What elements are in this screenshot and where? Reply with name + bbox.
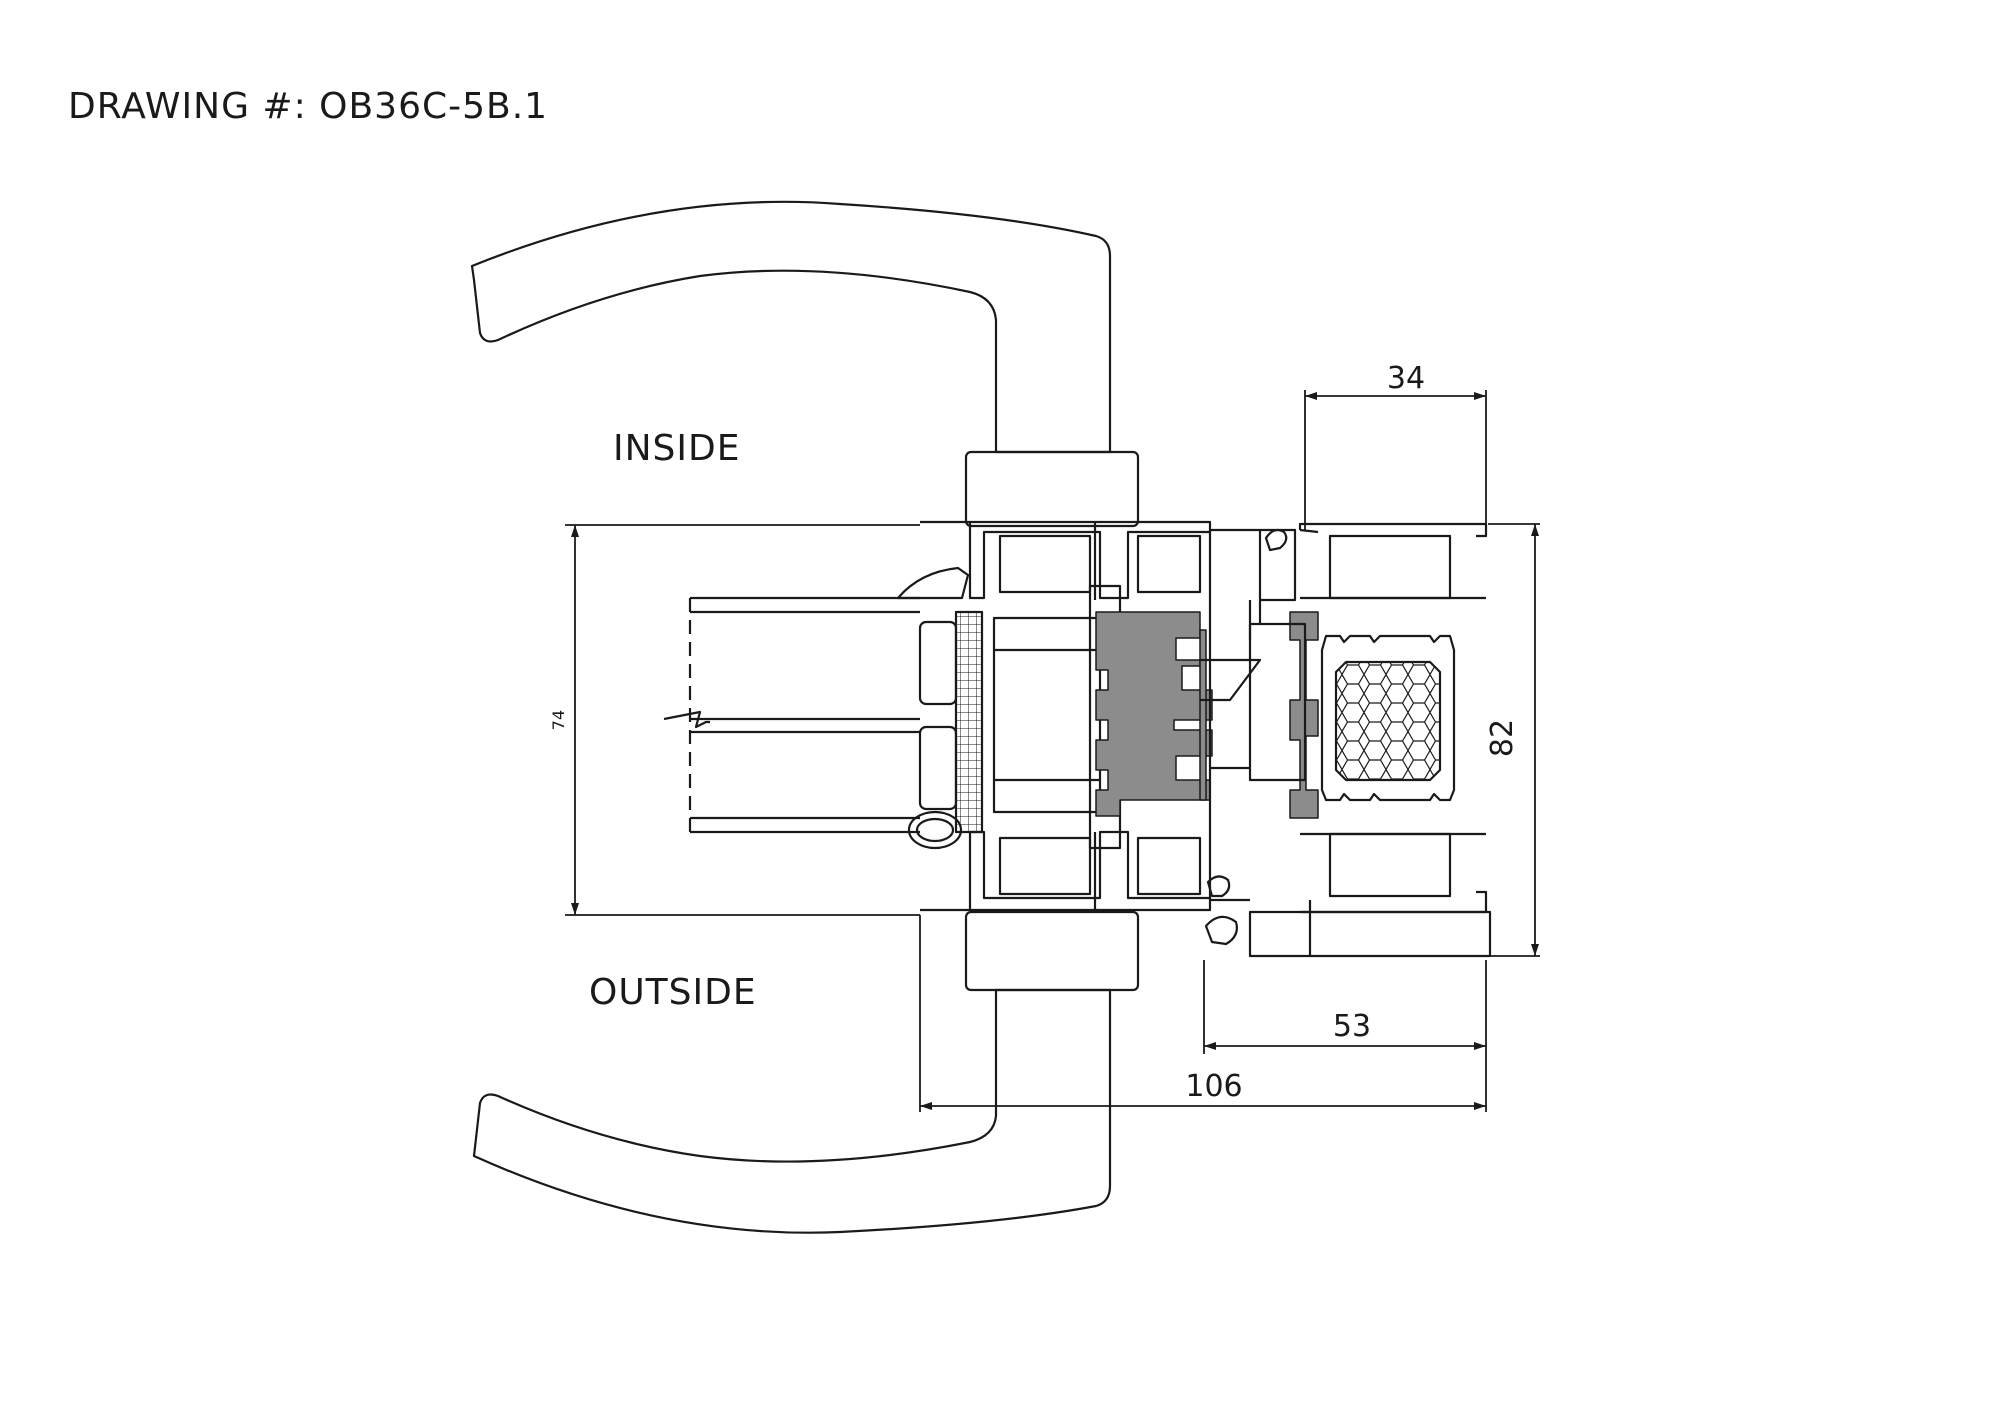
- dimension-right-height: 82: [1485, 719, 1520, 757]
- inside-lever-handle: [470, 200, 1112, 454]
- inside-rose: [964, 450, 1140, 528]
- dimension-bottom-overall-width: 106: [1185, 1069, 1242, 1104]
- weather-seals: [1204, 528, 1288, 946]
- dimension-lines: [565, 390, 1540, 1112]
- sash-profile: [920, 520, 1212, 912]
- inside-label: INSIDE: [613, 428, 741, 469]
- glazing-bead-top: [896, 566, 970, 600]
- thermal-break: [1095, 611, 1319, 819]
- outside-rose: [964, 910, 1140, 992]
- dimension-bottom-inner-width: 53: [1333, 1009, 1371, 1044]
- drawing-number-title: DRAWING #: OB36C-5B.1: [68, 86, 549, 127]
- outside-lever-handle: [472, 988, 1112, 1234]
- outside-label: OUTSIDE: [589, 972, 757, 1013]
- insulation-core: [1320, 634, 1456, 802]
- frame-profile: [1200, 522, 1492, 958]
- dimension-left-height: 74: [549, 710, 568, 730]
- dimension-top-width: 34: [1387, 361, 1425, 396]
- glazing-unit: [663, 596, 920, 834]
- bottom-gasket: [907, 810, 963, 850]
- spacer-bars: [918, 610, 984, 834]
